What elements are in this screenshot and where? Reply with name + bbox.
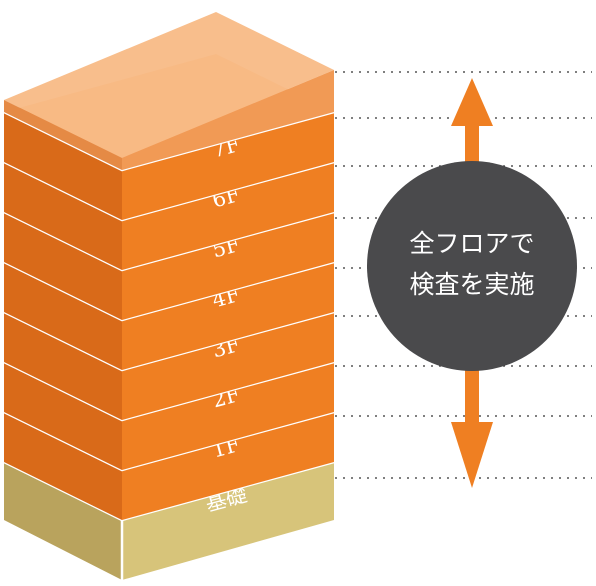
building: 基礎 1F 2F 3F 4F <box>3 12 335 580</box>
floor-side <box>4 262 122 370</box>
arrow-head-up <box>451 78 493 126</box>
roof-cap-side <box>4 100 122 170</box>
callout-circle <box>367 161 577 371</box>
roof-cap-front <box>122 70 334 170</box>
callout: 全フロアで 検査を実施 <box>367 161 577 371</box>
floor-front <box>122 312 334 420</box>
foundation-side <box>4 462 122 580</box>
arrow-head-down <box>451 422 493 488</box>
roof-cap <box>4 12 334 170</box>
roof-cap-top <box>4 12 334 158</box>
foundation-front <box>122 462 334 580</box>
floor-front <box>122 112 334 220</box>
floor-side <box>4 362 122 470</box>
floor-side <box>4 212 122 320</box>
floor-side <box>4 162 122 270</box>
callout-line-2: 検査を実施 <box>409 270 534 299</box>
floor-side <box>4 312 122 420</box>
floor-front <box>122 412 334 520</box>
callout-line-1: 全フロアで <box>409 229 534 258</box>
floor-front <box>122 362 334 470</box>
floor-front <box>122 262 334 370</box>
floor-side <box>4 112 122 220</box>
floor-side <box>4 412 122 520</box>
floor-front <box>122 212 334 320</box>
floor-front <box>122 162 334 270</box>
